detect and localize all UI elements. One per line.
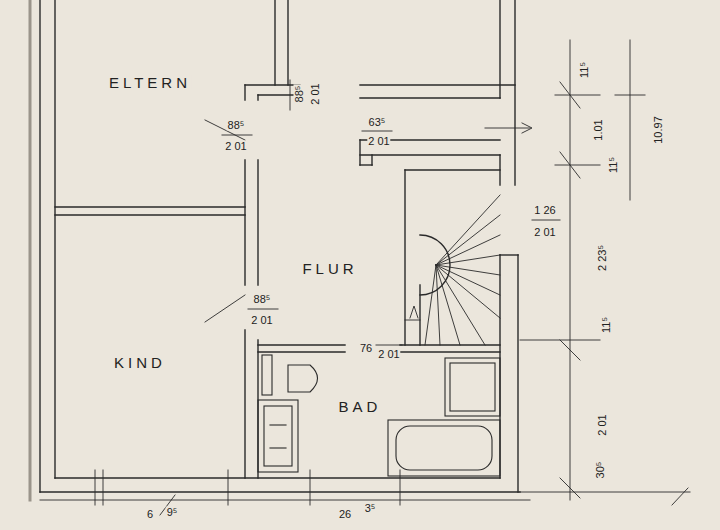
dimension: 11⁵ xyxy=(608,156,619,174)
dimension: 11⁵ xyxy=(579,61,590,79)
dimension: 10.97 xyxy=(653,115,664,145)
dimension: 2 01 xyxy=(377,349,400,360)
dimension: 6 xyxy=(146,509,154,520)
room-name: ELTERN xyxy=(108,75,192,90)
room-name: KIND xyxy=(113,355,167,370)
room-name: BAD xyxy=(338,399,383,414)
dimension: 9⁵ xyxy=(166,507,179,518)
dimension: 1.01 xyxy=(593,118,604,141)
dimension: 88⁵ xyxy=(253,294,272,305)
dimension: 26 xyxy=(338,509,352,520)
dimension: 63⁵ xyxy=(368,117,387,128)
dimension: 1 26 xyxy=(533,205,556,216)
dimension: 88⁵ xyxy=(227,120,246,131)
wall xyxy=(30,0,520,500)
dimension: 2 01 xyxy=(310,82,321,105)
dimension: 88⁵ xyxy=(294,85,305,104)
dimension: 2 01 xyxy=(367,136,390,147)
dimension: 30⁵ xyxy=(595,461,606,480)
dimension: 11⁵ xyxy=(601,316,612,334)
dimension: 2 01 xyxy=(597,413,608,436)
sanitary-fixtures xyxy=(258,355,500,476)
dimension-lines xyxy=(40,40,690,515)
dimension: 2 01 xyxy=(224,141,247,152)
dimension: 2 01 xyxy=(250,315,273,326)
dimension: 2 23⁵ xyxy=(597,244,608,272)
room-name: FLUR xyxy=(301,261,358,276)
dimension: 2 01 xyxy=(533,227,556,238)
dimension: 76 xyxy=(359,343,373,354)
dimension: 3⁵ xyxy=(364,503,377,514)
stair-treads xyxy=(405,195,500,345)
